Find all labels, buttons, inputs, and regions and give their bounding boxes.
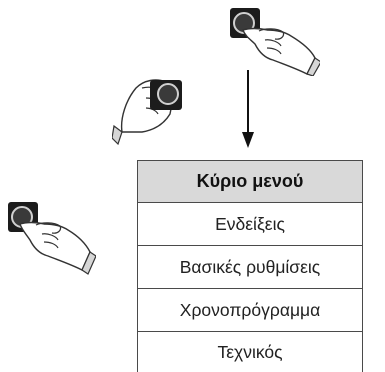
menu-item-schedule[interactable]: Χρονοπρόγραμμα xyxy=(137,289,363,332)
main-menu: Κύριο μενού Ενδείξεις Βασικές ρυθμίσεις … xyxy=(137,160,363,372)
hand-rotate-knob-icon xyxy=(112,79,182,145)
hand-press-knob-icon xyxy=(8,202,96,275)
menu-item-technician[interactable]: Τεχνικός xyxy=(137,332,363,372)
down-arrow-icon xyxy=(242,70,254,148)
menu-item-basic-settings[interactable]: Βασικές ρυθμίσεις xyxy=(137,246,363,289)
hand-press-knob-icon xyxy=(230,8,320,76)
menu-item-indications[interactable]: Ενδείξεις xyxy=(137,203,363,246)
menu-title: Κύριο μενού xyxy=(137,160,363,203)
